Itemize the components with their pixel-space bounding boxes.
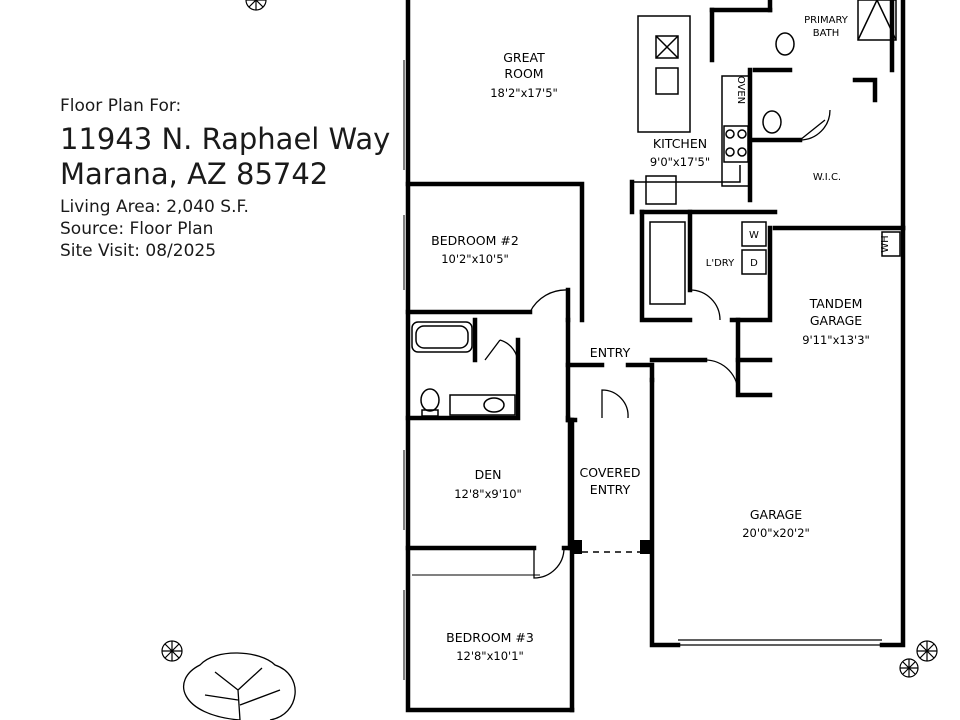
bedroom2-size: 10'2"x10'5" xyxy=(441,252,509,266)
address-line-2: Marana, AZ 85742 xyxy=(60,157,329,191)
interior-walls xyxy=(405,0,878,551)
bedroom3-label: BEDROOM #3 xyxy=(446,630,534,645)
wic-label: W.I.C. xyxy=(813,172,841,183)
room-labels: GREAT ROOM 18'2"x17'5" PRIMARY BATH KITC… xyxy=(431,15,870,663)
exterior-walls xyxy=(405,0,906,713)
laundry-fixtures xyxy=(649,221,901,305)
primary-bath-label-2: BATH xyxy=(813,28,840,39)
oven-label: OVEN xyxy=(735,76,746,104)
kitchen-size: 9'0"x17'5" xyxy=(650,155,710,169)
tree-icon xyxy=(183,652,296,720)
great-room-size: 18'2"x17'5" xyxy=(490,86,558,100)
fixture-labels: OVEN W D WH xyxy=(735,76,891,269)
kitchen-label: KITCHEN xyxy=(653,136,707,151)
den-size: 12'8"x9'10" xyxy=(454,487,522,501)
garage-label: GARAGE xyxy=(750,507,802,522)
windows xyxy=(403,60,540,680)
primary-bath-label-1: PRIMARY xyxy=(804,15,849,26)
washer-label: W xyxy=(749,230,759,241)
bedroom3-size: 12'8"x10'1" xyxy=(456,649,524,663)
site-visit: Site Visit: 08/2025 xyxy=(60,241,217,261)
covered-entry-label-2: ENTRY xyxy=(590,482,631,497)
den-label: DEN xyxy=(475,467,502,482)
entry-label: ENTRY xyxy=(590,345,631,360)
water-heater-label: WH xyxy=(880,235,891,252)
doors xyxy=(484,109,831,579)
laundry-label: L'DRY xyxy=(706,258,735,269)
column-left xyxy=(572,540,582,554)
floor-plan-intro: Floor Plan For: xyxy=(60,96,182,116)
great-room-label-2: ROOM xyxy=(504,66,543,81)
garage-door xyxy=(678,639,882,646)
shrub-icon xyxy=(916,640,938,662)
shrub-icon xyxy=(245,0,267,11)
property-info: Floor Plan For: 11943 N. Raphael Way Mar… xyxy=(60,96,390,262)
covered-entry-label-1: COVERED xyxy=(579,465,640,480)
living-area: Living Area: 2,040 S.F. xyxy=(60,197,249,217)
source: Source: Floor Plan xyxy=(60,219,214,239)
kitchen-fixtures xyxy=(630,15,751,205)
column-right xyxy=(640,540,650,554)
shrub-icon xyxy=(161,640,183,662)
shrub-icon xyxy=(899,658,919,678)
garage-size: 20'0"x20'2" xyxy=(742,526,810,540)
tandem-garage-size: 9'11"x13'3" xyxy=(802,333,870,347)
dryer-label: D xyxy=(750,258,758,269)
address-line-1: 11943 N. Raphael Way xyxy=(60,122,391,156)
great-room-label-1: GREAT xyxy=(503,50,545,65)
bathroom-fixtures xyxy=(411,0,897,417)
landscaping xyxy=(161,0,938,720)
tandem-garage-label-1: TANDEM xyxy=(809,296,863,311)
tandem-garage-label-2: GARAGE xyxy=(810,313,862,328)
bedroom2-label: BEDROOM #2 xyxy=(431,233,519,248)
